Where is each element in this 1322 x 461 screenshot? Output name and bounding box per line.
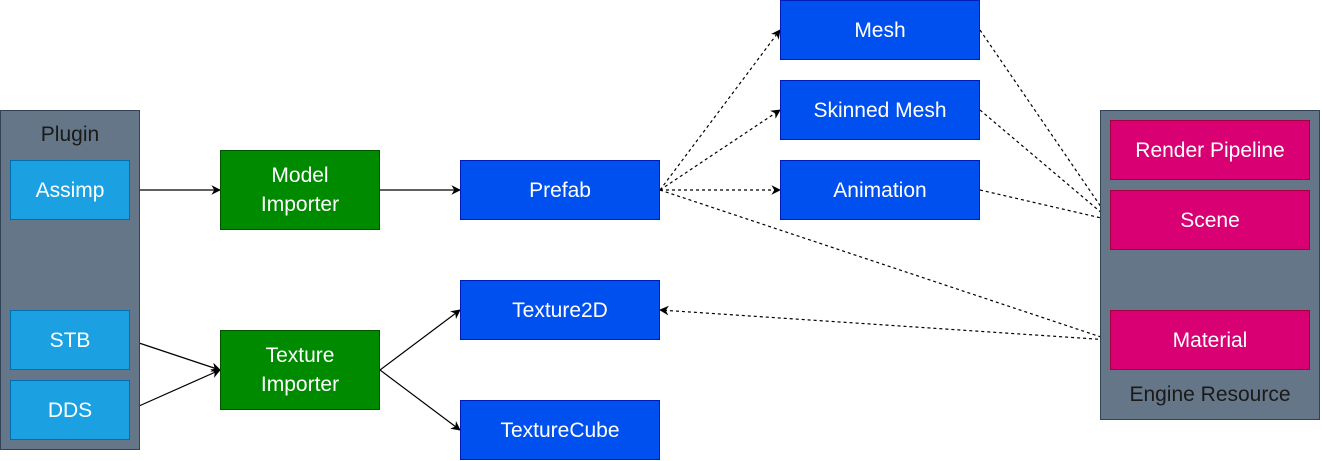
edge-texture-importer-to-texture2d — [379, 309, 461, 371]
model-importer-node[interactable]: Model Importer — [220, 150, 380, 230]
edge-prefab-to-material — [659, 189, 1111, 342]
edge-animation-to-scene — [979, 189, 1111, 223]
stb-node[interactable]: STB — [10, 310, 130, 370]
prefab-node[interactable]: Prefab — [460, 160, 660, 220]
edge-material-to-texture2d — [659, 305, 1111, 341]
texture-importer-node[interactable]: Texture Importer — [220, 330, 380, 410]
edge-prefab-to-mesh — [659, 29, 781, 191]
render-pipeline-node[interactable]: Render Pipeline — [1110, 120, 1310, 180]
edge-stb-to-texture-importer — [129, 339, 221, 372]
texture2d-node[interactable]: Texture2D — [460, 280, 660, 340]
edge-prefab-to-skinned-mesh — [659, 109, 781, 191]
assimp-node[interactable]: Assimp — [10, 160, 130, 220]
edge-dds-to-texture-importer — [129, 369, 221, 411]
dds-node[interactable]: DDS — [10, 380, 130, 440]
mesh-node[interactable]: Mesh — [780, 0, 980, 60]
material-node[interactable]: Material — [1110, 310, 1310, 370]
edge-skinned-mesh-to-scene — [979, 109, 1111, 221]
texturecube-node[interactable]: TextureCube — [460, 400, 660, 460]
plugin-group-label: Plugin — [40, 123, 100, 146]
edge-texture-importer-to-texturecube — [379, 369, 461, 431]
skinned-mesh-node[interactable]: Skinned Mesh — [780, 80, 980, 140]
edge-mesh-to-scene — [979, 29, 1111, 221]
scene-node[interactable]: Scene — [1110, 190, 1310, 250]
engine-resource-group-label: Engine Resource — [1129, 383, 1291, 406]
animation-node[interactable]: Animation — [780, 160, 980, 220]
